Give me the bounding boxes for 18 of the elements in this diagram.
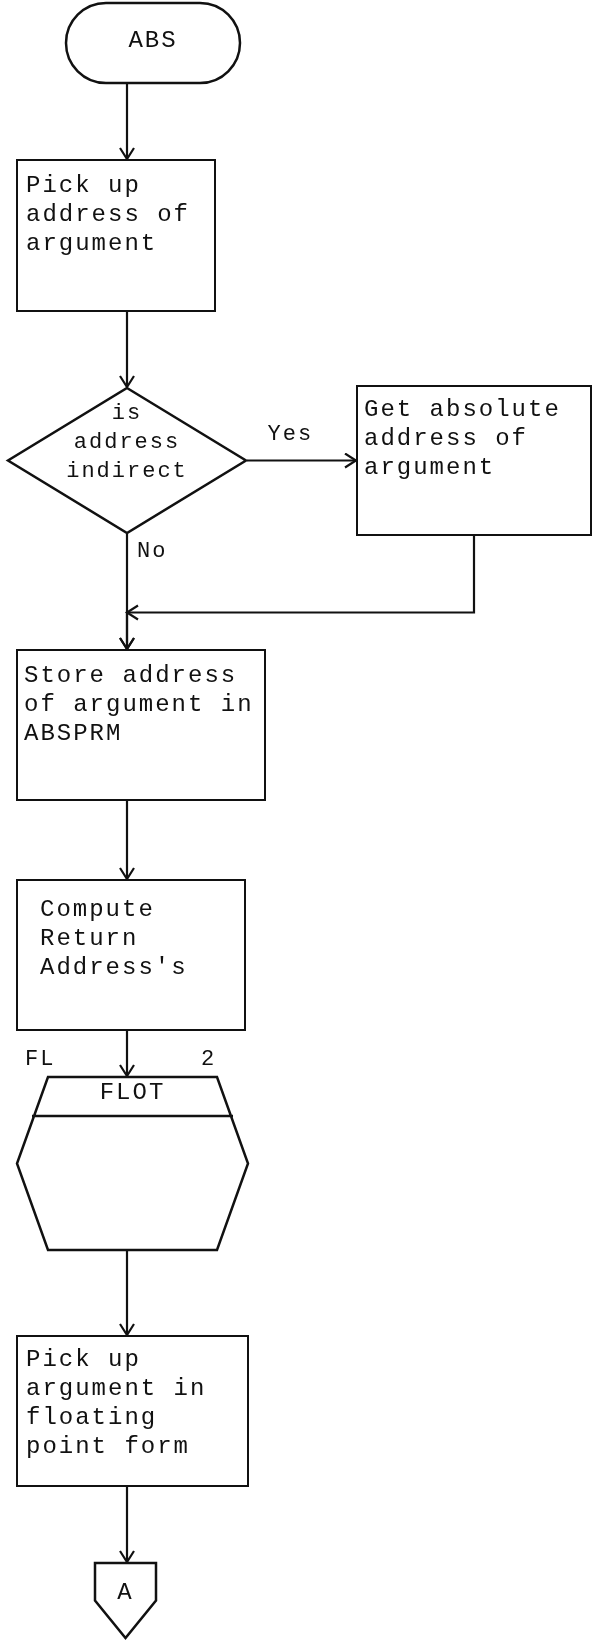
decision-diamond xyxy=(7,387,247,534)
process-box xyxy=(356,385,592,536)
node-text: Compute Return Address's xyxy=(40,895,189,982)
node-text: FLOT xyxy=(98,1078,167,1107)
node-text: Store address of argument in ABSPRM xyxy=(24,661,255,748)
process-box xyxy=(16,879,246,1031)
subroutine-hexagon xyxy=(16,1076,249,1251)
terminal-shape xyxy=(65,2,241,84)
node-text: Pick up address of argument xyxy=(26,171,192,258)
node-text: Get absolute address of argument xyxy=(364,395,562,482)
process-box xyxy=(16,159,216,312)
offpage-connector xyxy=(94,1562,157,1639)
node-text: is address indirect xyxy=(65,400,189,486)
node-text: Pick up argument in floating point form xyxy=(26,1345,208,1461)
process-box xyxy=(16,649,266,801)
node-text: ABS xyxy=(127,26,179,55)
node-text: A xyxy=(116,1578,135,1607)
process-box xyxy=(16,1335,249,1487)
